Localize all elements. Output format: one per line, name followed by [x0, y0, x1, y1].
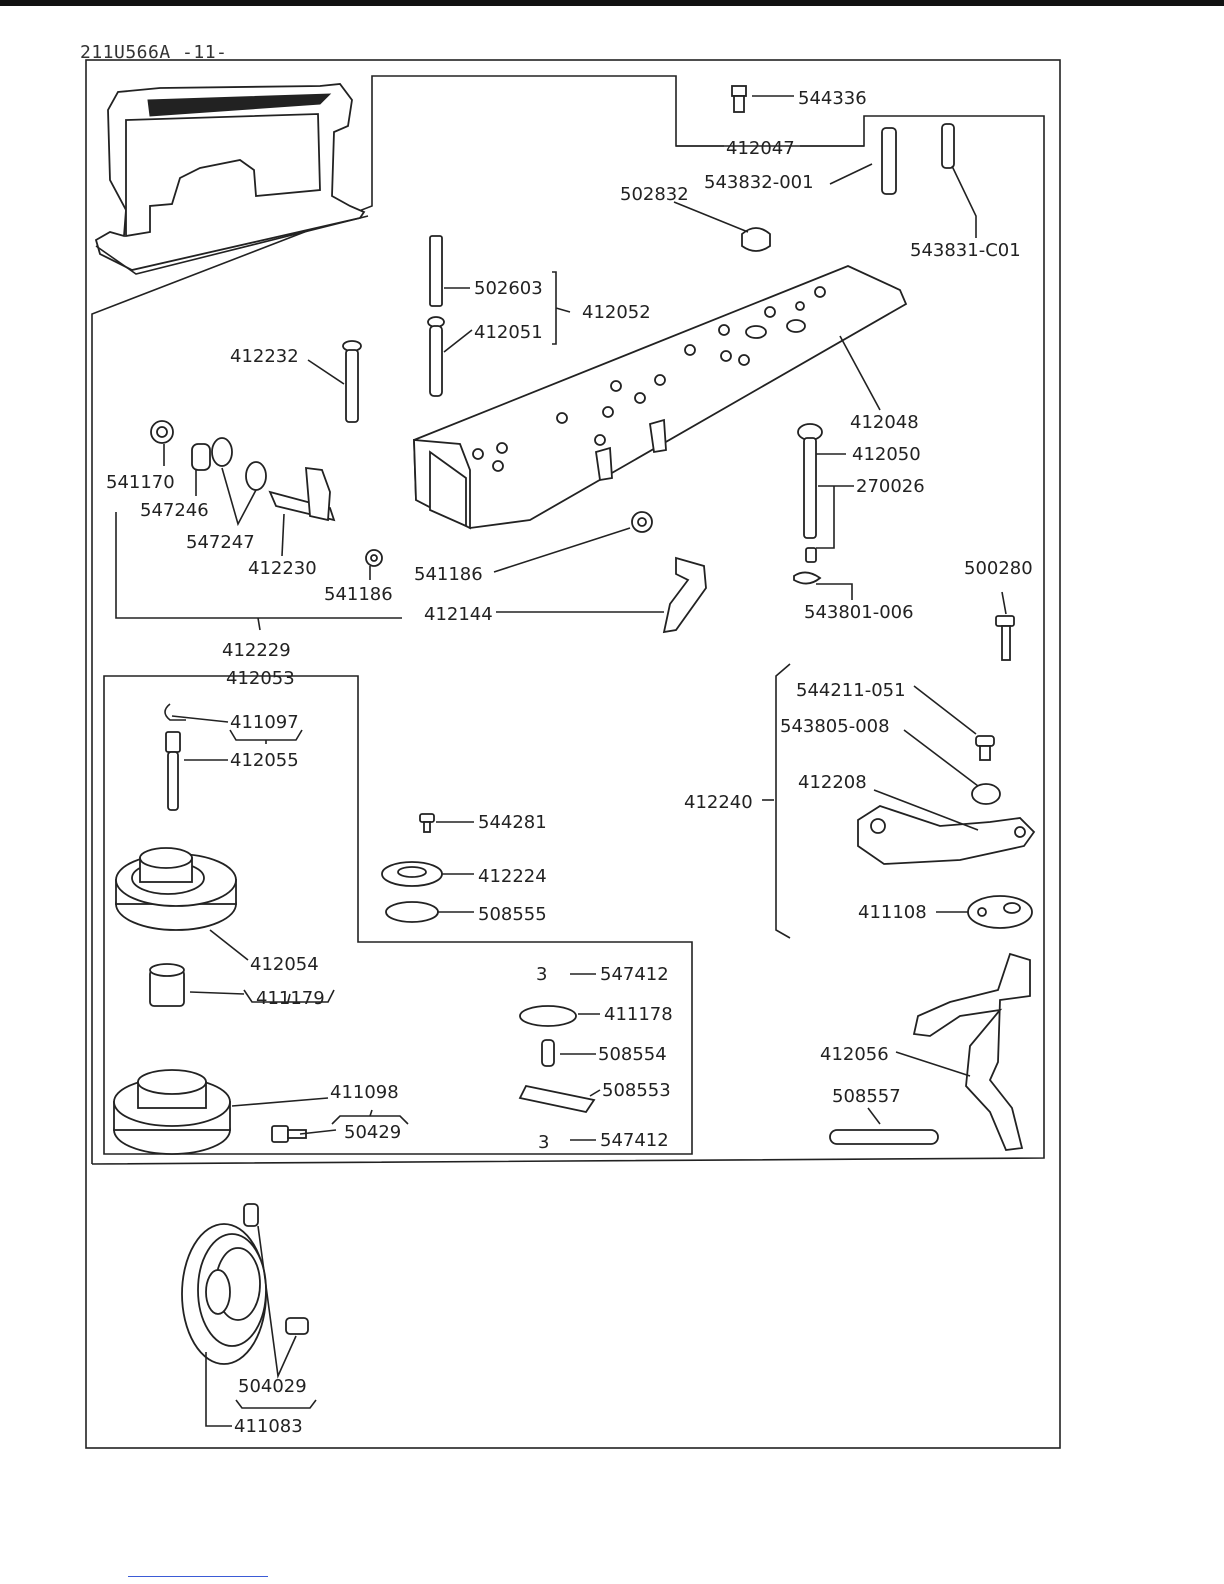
bottom-rule — [128, 1576, 268, 1577]
label-412048: 412048 — [850, 412, 919, 433]
top-border — [0, 0, 1224, 6]
label-504029: 504029 — [238, 1376, 307, 1397]
label-412056: 412056 — [820, 1044, 889, 1065]
label-412050: 412050 — [852, 444, 921, 465]
label-547246: 547246 — [140, 500, 209, 521]
right-assembly-parts — [775, 663, 1036, 939]
page-identifier: 211U566A -11- — [80, 42, 228, 63]
label-412229: 412229 — [222, 640, 291, 661]
label-500280: 500280 — [964, 558, 1033, 579]
label-412054: 412054 — [250, 954, 319, 975]
label-411083: 411083 — [234, 1416, 303, 1437]
sewing-machine-icon — [94, 83, 369, 275]
label-412232: 412232 — [230, 346, 299, 367]
label-411098: 411098 — [330, 1082, 399, 1103]
label-411178: 411178 — [604, 1004, 673, 1025]
thread-tension-parts — [113, 703, 307, 1155]
lower-right-parts — [829, 952, 1031, 1151]
label-541170: 541170 — [106, 472, 175, 493]
label-543832-001: 543832-001 — [704, 172, 814, 193]
hand-wheel-part — [181, 1203, 309, 1365]
label-508553: 508553 — [602, 1080, 671, 1101]
label-544336: 544336 — [798, 88, 867, 109]
label-502603: 502603 — [474, 278, 543, 299]
label-412051: 412051 — [474, 322, 543, 343]
label-543831-c01: 543831-C01 — [910, 240, 1021, 261]
label-412208: 412208 — [798, 772, 867, 793]
label-502832: 502832 — [620, 184, 689, 205]
label-412240: 412240 — [684, 792, 753, 813]
label-544211-051: 544211-051 — [796, 680, 906, 701]
label-412047: 412047 — [726, 138, 795, 159]
label-270026: 270026 — [856, 476, 925, 497]
label-412224: 412224 — [478, 866, 547, 887]
label-411097: 411097 — [230, 712, 299, 733]
label-547247: 547247 — [186, 532, 255, 553]
svg-text:3: 3 — [538, 1132, 549, 1153]
label-543805-008: 543805-008 — [780, 716, 890, 737]
label-541186: 541186 — [414, 564, 483, 585]
label-544281: 544281 — [478, 812, 547, 833]
label-412053: 412053 — [226, 668, 295, 689]
label-50429: 50429 — [344, 1122, 401, 1143]
middle-parts — [631, 423, 1015, 661]
label-543801-006: 543801-006 — [804, 602, 914, 623]
feed-bar-part — [413, 265, 908, 530]
label-411108: 411108 — [858, 902, 927, 923]
svg-text:3: 3 — [536, 964, 547, 985]
label-411179: 411179 — [256, 988, 325, 1009]
label-547412-top: 547412 — [600, 964, 669, 985]
label-508555: 508555 — [478, 904, 547, 925]
part-labels: 544336 412047 543832-001 502832 543831-C… — [106, 88, 1033, 1437]
leader-lines — [163, 95, 1007, 1427]
left-assembly-parts — [115, 420, 402, 631]
label-412144: 412144 — [424, 604, 493, 625]
label-508554: 508554 — [598, 1044, 667, 1065]
label-547412-bottom: 547412 — [600, 1130, 669, 1151]
label-412052: 412052 — [582, 302, 651, 323]
top-small-parts — [342, 85, 955, 423]
label-541186-left: 541186 — [324, 584, 393, 605]
lower-middle-parts: 3 3 — [381, 813, 596, 1153]
label-508557: 508557 — [832, 1086, 901, 1107]
label-412230: 412230 — [248, 558, 317, 579]
label-412055: 412055 — [230, 750, 299, 771]
